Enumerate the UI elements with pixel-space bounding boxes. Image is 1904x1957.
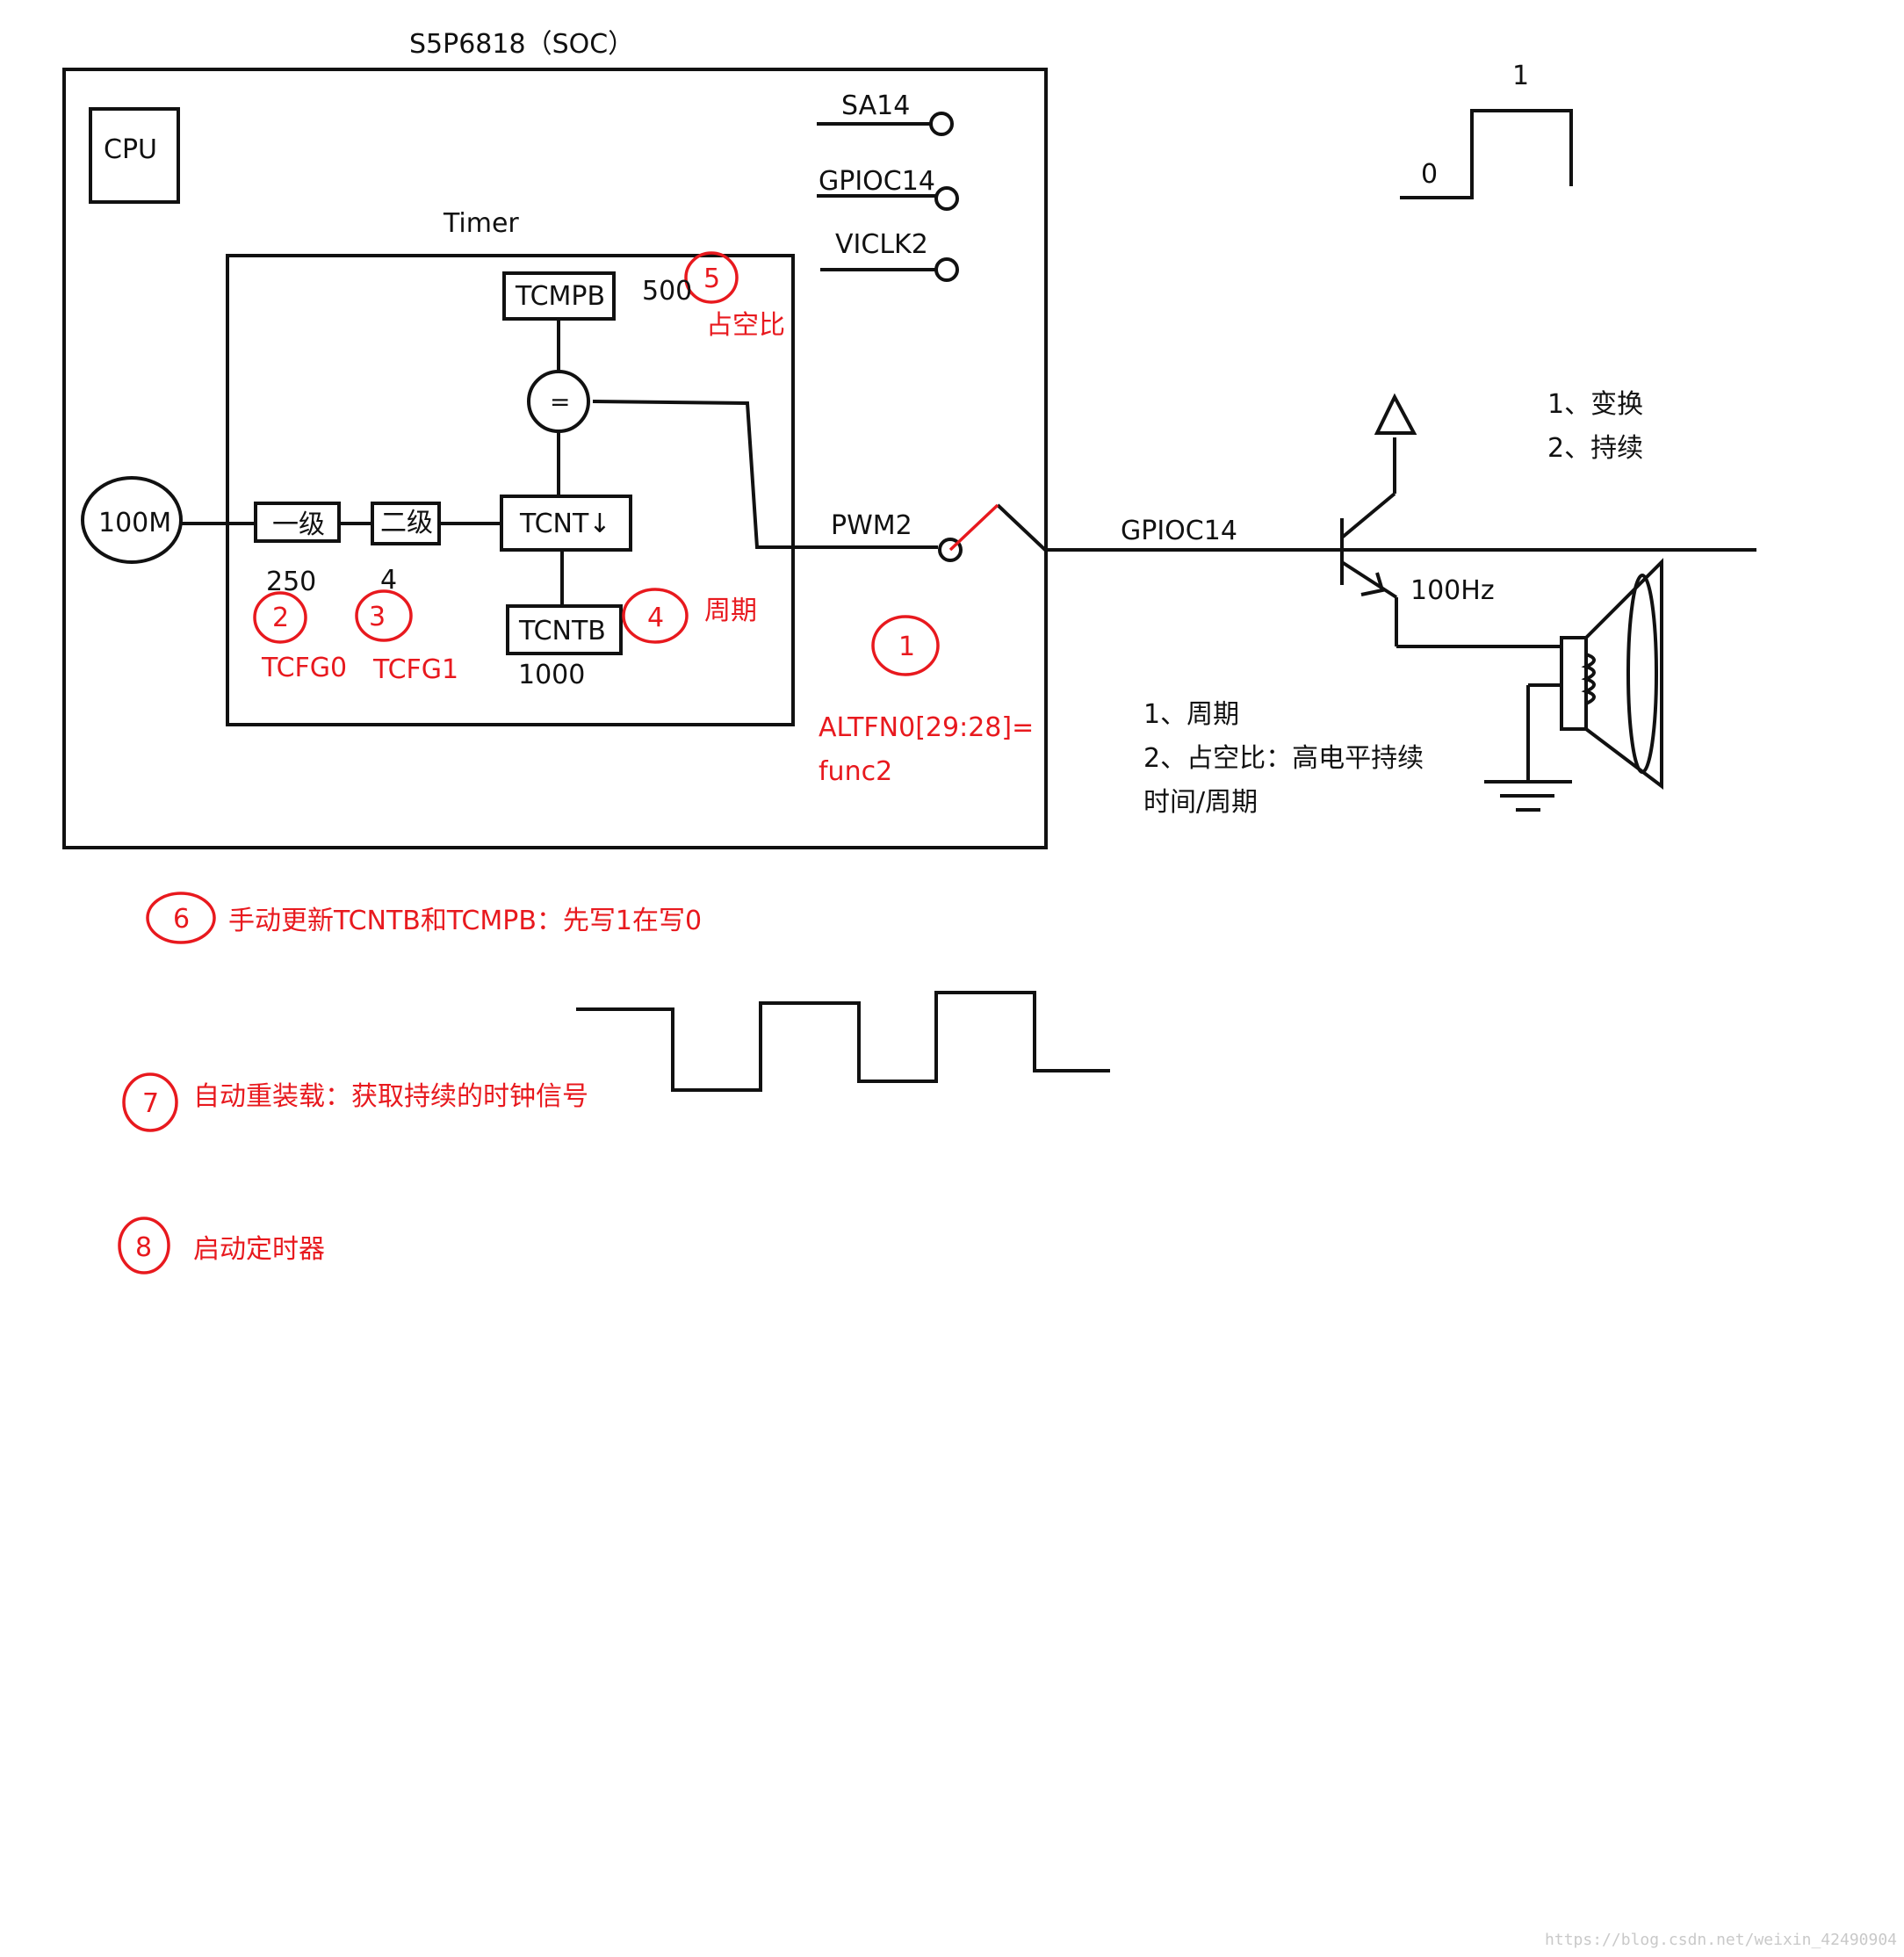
step-6-text: 手动更新TCNTB和TCMPB：先写1在写0 <box>228 906 702 936</box>
pwm-label: PWM2 <box>831 510 912 541</box>
edge-wave-low-label: 0 <box>1421 159 1438 190</box>
pin-sa14 <box>817 112 954 136</box>
prescaler-stage2-label: 二级 <box>380 508 433 538</box>
switch-contact <box>996 503 1756 552</box>
step-8-circle <box>118 1217 170 1275</box>
step-8-text: 启动定时器 <box>193 1234 325 1265</box>
notes-right-line2: 2、持续 <box>1547 433 1643 464</box>
tcntb-value: 1000 <box>518 660 585 690</box>
cpu-label: CPU <box>104 134 157 165</box>
step-4-circle <box>622 588 689 644</box>
clock-source-label: 100M <box>98 508 171 538</box>
notes-pwm-line3: 时间/周期 <box>1143 787 1258 818</box>
clock-source-circle <box>81 476 183 564</box>
step-5-circle <box>684 251 739 304</box>
step-1-text-line1: ALTFN0[29:28]= <box>819 712 1034 743</box>
notes-pwm-line2: 2、占空比：高电平持续 <box>1143 743 1424 774</box>
ground-symbol <box>1484 780 1572 812</box>
step-1-text-line2: func2 <box>819 756 892 787</box>
step-4-number: 4 <box>647 603 664 633</box>
speaker <box>1396 558 1663 791</box>
step-1-number: 1 <box>898 632 915 662</box>
cpu-box <box>89 107 180 204</box>
step-7-text: 自动重装载：获取持续的时钟信号 <box>193 1081 588 1112</box>
notes-pwm-line1: 1、周期 <box>1143 699 1239 730</box>
tcntb-label: TCNTB <box>518 616 606 646</box>
soc-box <box>62 68 1048 849</box>
step-6-number: 6 <box>173 904 190 935</box>
prescaler-stage1-value: 250 <box>266 567 316 597</box>
step-2-number: 2 <box>272 603 289 633</box>
timer-label: Timer <box>443 208 519 239</box>
switch-lever-red <box>948 503 999 552</box>
pin-viclk2-label: VICLK2 <box>835 229 928 260</box>
step-6-circle <box>146 892 216 944</box>
comparator-label: = <box>550 387 570 416</box>
tcmpb-label: TCMPB <box>515 281 605 312</box>
timer-box <box>226 254 795 726</box>
pin-gpioc14-label: GPIOC14 <box>819 166 935 197</box>
pin-gpioc14 <box>817 186 959 211</box>
step-3-text: TCFG1 <box>372 654 458 685</box>
step-1-circle <box>871 615 940 676</box>
step-3-number: 3 <box>369 602 386 632</box>
step-8-number: 8 <box>135 1232 152 1263</box>
step-2-text: TCFG0 <box>261 653 347 683</box>
tcmpb-value: 500 <box>642 276 692 307</box>
pwm-output-pin <box>938 538 963 562</box>
prescaler-stage1-label: 一级 <box>272 509 325 540</box>
edge-wave-high-label: 1 <box>1512 61 1529 91</box>
tcnt-label: TCNT↓ <box>519 509 610 539</box>
tcntb-box <box>506 604 623 655</box>
square-waveform <box>576 991 1110 1092</box>
prescaler-stage2-value: 4 <box>380 565 397 596</box>
pin-sa14-label: SA14 <box>841 90 910 121</box>
watermark: https://blog.csdn.net/weixin_42490904 <box>1545 1931 1897 1949</box>
step-7-number: 7 <box>142 1088 159 1119</box>
step-5-text: 占空比 <box>706 310 785 341</box>
tcnt-box <box>500 495 632 552</box>
step-4-text: 周期 <box>704 596 757 626</box>
pwm-signal-wire <box>592 400 938 549</box>
soc-title: S5P6818（SOC） <box>409 29 634 60</box>
step-5-number: 5 <box>703 264 720 294</box>
buzzer-frequency-label: 100Hz <box>1410 575 1495 606</box>
step-3-circle <box>355 589 413 642</box>
pin-viclk2 <box>820 257 959 282</box>
edge-waveform <box>1400 109 1573 199</box>
gpioc14-output-label: GPIOC14 <box>1121 516 1237 546</box>
notes-right-line1: 1、变换 <box>1547 389 1643 420</box>
step-7-circle <box>122 1072 178 1132</box>
step-2-circle <box>253 591 307 644</box>
npn-transistor <box>1340 393 1417 646</box>
